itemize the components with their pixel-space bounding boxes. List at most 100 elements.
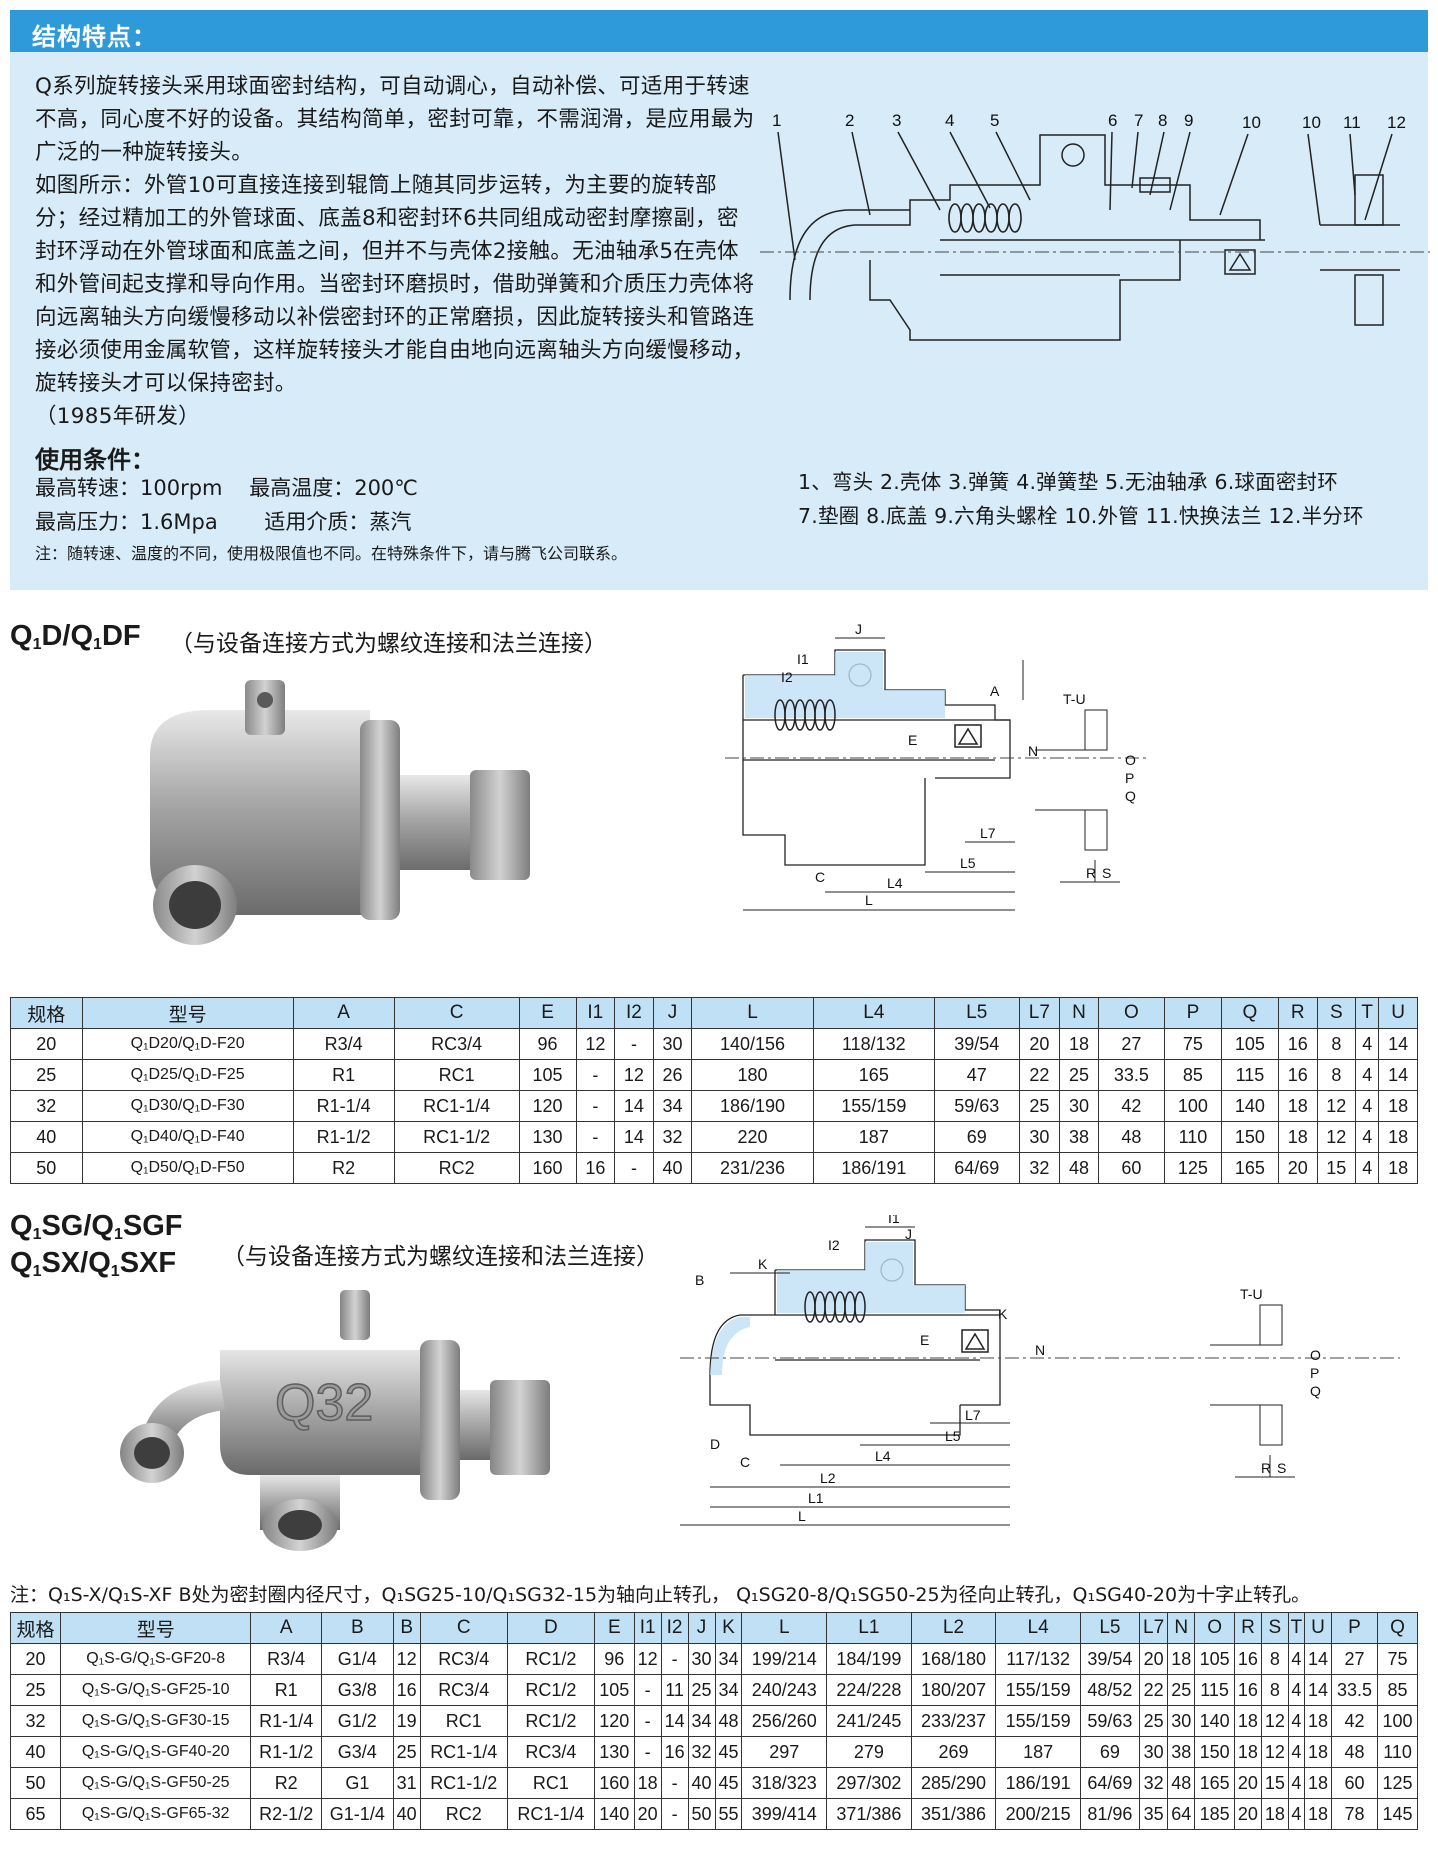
table-cell: RC1 bbox=[419, 1705, 508, 1737]
table-cell: 25 bbox=[10, 1059, 83, 1091]
table-cell: 4 bbox=[1287, 1798, 1305, 1830]
table-cell: 40 bbox=[652, 1152, 693, 1184]
table-cell: 32 bbox=[10, 1705, 61, 1737]
section1-subtitle: （与设备连接方式为螺纹连接和法兰连接） bbox=[170, 631, 607, 657]
dim-label: I1 bbox=[797, 651, 809, 667]
dim-label: L5 bbox=[960, 855, 976, 871]
table-cell: 42 bbox=[1097, 1090, 1165, 1122]
table-cell: 4 bbox=[1355, 1121, 1380, 1153]
table-cell: 145 bbox=[1377, 1798, 1418, 1830]
part-number: 12 bbox=[1387, 113, 1406, 132]
table-cell: 18 bbox=[1303, 1736, 1332, 1768]
table-cell: 8 bbox=[1260, 1643, 1289, 1675]
table-cell: 59/63 bbox=[933, 1090, 1020, 1122]
column-header: 规格 bbox=[10, 1612, 61, 1644]
table-cell: 118/132 bbox=[812, 1028, 935, 1060]
table-cell: 12 bbox=[575, 1028, 616, 1060]
table-cell: 14 bbox=[1378, 1059, 1418, 1091]
table-cell: 34 bbox=[652, 1090, 693, 1122]
table-cell: 16 bbox=[392, 1674, 421, 1706]
table-cell: 18 bbox=[1378, 1090, 1418, 1122]
table-cell: 25 bbox=[1018, 1090, 1061, 1122]
table-cell: R1-1/4 bbox=[250, 1705, 322, 1737]
table-cell: 85 bbox=[1377, 1674, 1418, 1706]
table-cell: 25 bbox=[392, 1736, 421, 1768]
table-cell: 8 bbox=[1260, 1674, 1289, 1706]
table-cell: 18 bbox=[1059, 1028, 1099, 1060]
column-header: R bbox=[1233, 1612, 1262, 1644]
table-cell: 14 bbox=[1303, 1643, 1332, 1675]
table-cell: 140 bbox=[593, 1798, 635, 1830]
table-cell: 140 bbox=[1220, 1090, 1279, 1122]
table-cell: 240/243 bbox=[741, 1674, 828, 1706]
column-header: Q bbox=[1377, 1612, 1418, 1644]
table-cell: 78 bbox=[1330, 1798, 1379, 1830]
table-cell: 20 bbox=[10, 1028, 83, 1060]
table-cell: 110 bbox=[1163, 1121, 1222, 1153]
table-cell: 105 bbox=[1194, 1643, 1235, 1675]
table-cell: R1-1/4 bbox=[292, 1090, 395, 1122]
dim-label: L2 bbox=[820, 1470, 836, 1486]
table-cell: 220 bbox=[691, 1121, 814, 1153]
parts-legend-line-1: 1、弯头 2.壳体 3.弹簧 4.弹簧垫 5.无油轴承 6.球面密封环 bbox=[798, 470, 1338, 494]
column-header: T bbox=[1355, 997, 1380, 1029]
table-cell: 38 bbox=[1059, 1121, 1099, 1153]
table-cell: 120 bbox=[593, 1705, 635, 1737]
column-header: U bbox=[1303, 1612, 1332, 1644]
table-cell: - bbox=[614, 1028, 654, 1060]
table-cell: 25 bbox=[687, 1674, 716, 1706]
column-header: L7 bbox=[1138, 1612, 1169, 1644]
table-cell: 14 bbox=[1303, 1674, 1332, 1706]
parts-legend-line-2: 7.垫圈 8.底盖 9.六角头螺栓 10.外管 11.快换法兰 12.半分环 bbox=[798, 504, 1364, 528]
table-cell: 150 bbox=[1220, 1121, 1279, 1153]
column-header: T bbox=[1287, 1612, 1305, 1644]
table-cell: 39/54 bbox=[1079, 1643, 1140, 1675]
dim-label: L bbox=[865, 892, 873, 908]
dim-label: O bbox=[1125, 752, 1136, 768]
table-cell: - bbox=[575, 1090, 616, 1122]
table-cell: 18 bbox=[1303, 1705, 1332, 1737]
table-cell: 187 bbox=[812, 1121, 935, 1153]
dim-label: Q bbox=[1125, 788, 1136, 804]
column-header: U bbox=[1378, 997, 1418, 1029]
table-cell: 4 bbox=[1287, 1674, 1305, 1706]
part-number: 10 bbox=[1242, 113, 1261, 132]
table-cell: 180 bbox=[691, 1059, 814, 1091]
table-cell: 20 bbox=[1138, 1643, 1169, 1675]
dim-label: I2 bbox=[828, 1237, 840, 1253]
dim-label: T-U bbox=[1240, 1286, 1263, 1302]
conditions-note: 注：随转速、温度的不同，使用极限值也不同。在特殊条件下，请与腾飞公司联系。 bbox=[35, 544, 628, 563]
table-cell: 35 bbox=[1138, 1798, 1169, 1830]
table-cell: 14 bbox=[614, 1121, 654, 1153]
table-cell: Q₁S-G/Q₁S-GF40-20 bbox=[59, 1736, 252, 1768]
table-cell: 16 bbox=[575, 1152, 616, 1184]
table-cell: 32 bbox=[10, 1090, 83, 1122]
table-cell: 18 bbox=[1303, 1767, 1332, 1799]
dim-label: S bbox=[1277, 1460, 1286, 1476]
part-number: 1 bbox=[772, 111, 781, 130]
column-header: J bbox=[652, 997, 693, 1029]
dim-label: I2 bbox=[781, 669, 793, 685]
table-cell: 12 bbox=[1260, 1705, 1289, 1737]
table-cell: 16 bbox=[1277, 1059, 1318, 1091]
dim-label: E bbox=[908, 732, 917, 748]
table-cell: 60 bbox=[1330, 1767, 1379, 1799]
part-number: 8 bbox=[1158, 111, 1167, 130]
table-cell: 26 bbox=[652, 1059, 693, 1091]
table-cell: 27 bbox=[1330, 1643, 1379, 1675]
table-cell: 18 bbox=[633, 1767, 662, 1799]
table-cell: 69 bbox=[933, 1121, 1020, 1153]
table-cell: 184/199 bbox=[826, 1643, 912, 1675]
table-cell: R2 bbox=[250, 1767, 322, 1799]
table-cell: R3/4 bbox=[292, 1028, 395, 1060]
table-cell: 160 bbox=[518, 1152, 577, 1184]
dim-label: R bbox=[1261, 1460, 1271, 1476]
table-cell: - bbox=[633, 1674, 662, 1706]
table-cell: RC1 bbox=[506, 1767, 595, 1799]
table-cell: 155/159 bbox=[995, 1705, 1081, 1737]
table-cell: 18 bbox=[1233, 1736, 1262, 1768]
table-cell: 30 bbox=[1138, 1736, 1169, 1768]
